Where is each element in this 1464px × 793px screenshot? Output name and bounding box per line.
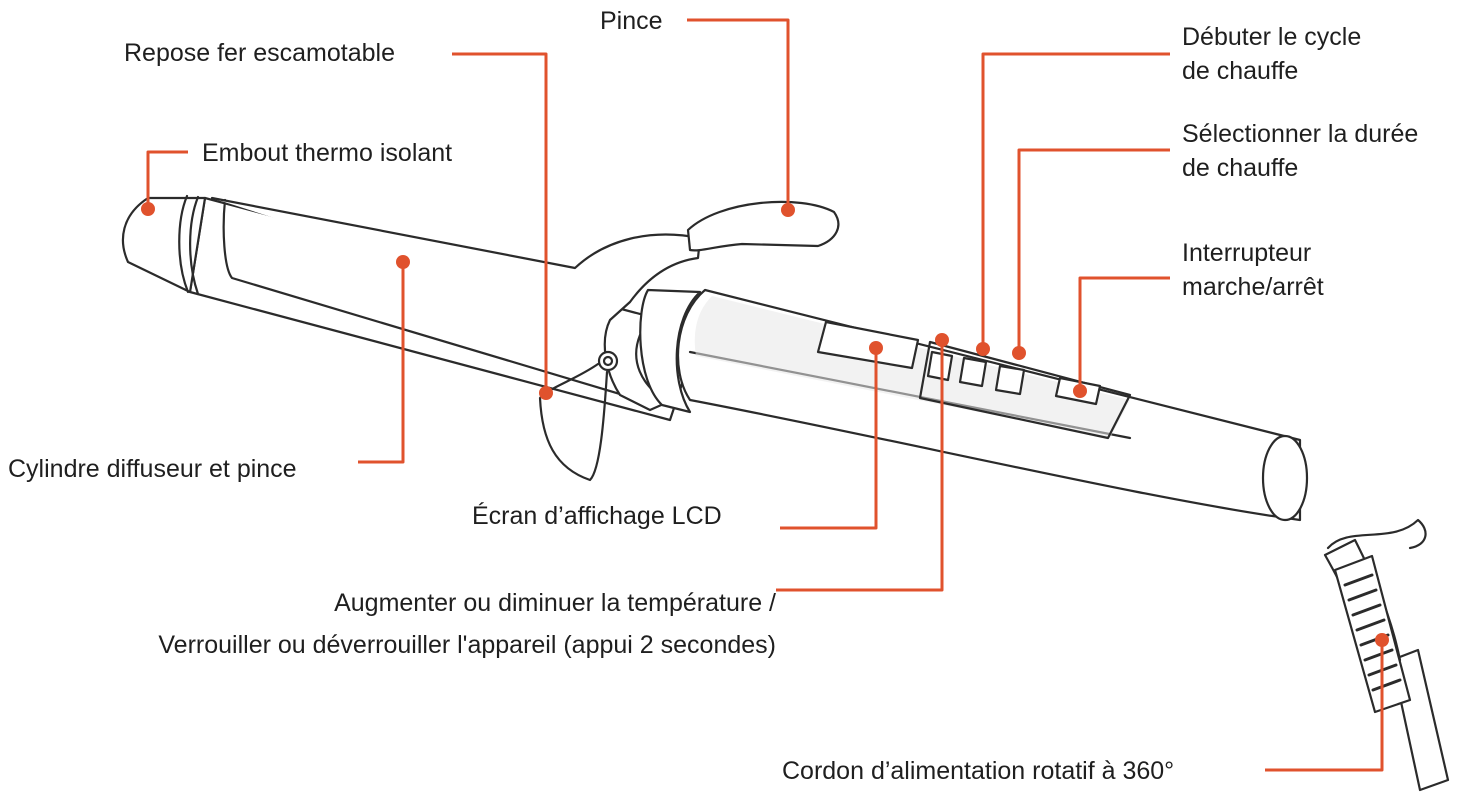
label-cordon: Cordon d’alimentation rotatif à 360°	[782, 757, 1175, 785]
callout-line-cordon	[1265, 640, 1384, 772]
clamp-lever	[686, 200, 840, 252]
callout-line-augmenter	[776, 340, 944, 592]
callout-dot-cordon	[1375, 633, 1389, 647]
callout-line-cylindre	[358, 262, 405, 464]
callout-dot-interrupteur	[1073, 384, 1087, 398]
label-augmenter: Augmenter ou diminuer la température / V…	[40, 586, 776, 662]
tip-ring	[178, 194, 190, 294]
callout-line-interrupteur	[1078, 276, 1170, 390]
callout-dot-ecran	[869, 341, 883, 355]
label-pince: Pince	[600, 7, 663, 35]
control-panel	[918, 340, 1132, 440]
label-interrupteur: Interrupteur marche/arrêt	[1182, 236, 1324, 304]
callout-dot-augmenter	[935, 333, 949, 347]
collar	[639, 288, 702, 414]
callout-dot-pince	[781, 203, 795, 217]
callout-dot-selectionner	[1012, 346, 1026, 360]
label-selectionner-line1: Sélectionner la durée	[1182, 120, 1419, 148]
label-ecran: Écran d’affichage LCD	[472, 502, 722, 530]
callout-line-embout	[146, 150, 188, 208]
callout-line-selectionner	[1017, 148, 1170, 352]
insulated-tip	[121, 196, 207, 294]
label-interrupteur-line1: Interrupteur	[1182, 239, 1312, 267]
handle-end	[1261, 434, 1309, 522]
callout-dot-repose	[539, 386, 553, 400]
label-interrupteur-line2: marche/arrêt	[1182, 273, 1324, 301]
label-debuter: Débuter le cycle de chauffe	[1182, 20, 1361, 88]
temperature-button	[926, 350, 954, 382]
label-debuter-line2: de chauffe	[1182, 57, 1299, 85]
callout-lines	[146, 18, 1384, 772]
curling-iron-illustration	[121, 194, 1450, 792]
tip-ring-inner	[189, 195, 200, 296]
callout-dot-cylindre	[396, 255, 410, 269]
label-cylindre: Cylindre diffuseur et pince	[8, 455, 297, 483]
duration-button	[994, 364, 1026, 396]
label-debuter-line1: Débuter le cycle	[1182, 23, 1362, 51]
callout-dot-debuter	[976, 342, 990, 356]
lcd-screen	[816, 320, 920, 370]
cord-grip	[1333, 554, 1412, 714]
callout-dot-embout	[141, 202, 155, 216]
callout-line-debuter	[981, 52, 1170, 348]
stand-pivot-inner	[602, 355, 614, 367]
stand	[538, 362, 609, 482]
callout-dots	[141, 202, 1389, 647]
callout-line-repose	[452, 52, 548, 392]
callout-line-ecran	[780, 348, 878, 530]
label-repose-fer: Repose fer escamotable	[124, 39, 395, 67]
start-button	[958, 356, 988, 388]
label-selectionner-line2: de chauffe	[1182, 154, 1299, 182]
label-selectionner: Sélectionner la durée de chauffe	[1182, 117, 1418, 185]
barrel-groove	[222, 198, 642, 402]
label-embout: Embout thermo isolant	[202, 139, 453, 167]
callout-line-pince	[687, 18, 790, 208]
label-augmenter-line2: Verrouiller ou déverrouiller l'appareil …	[158, 631, 776, 659]
label-augmenter-line1: Augmenter ou diminuer la température /	[334, 589, 776, 617]
